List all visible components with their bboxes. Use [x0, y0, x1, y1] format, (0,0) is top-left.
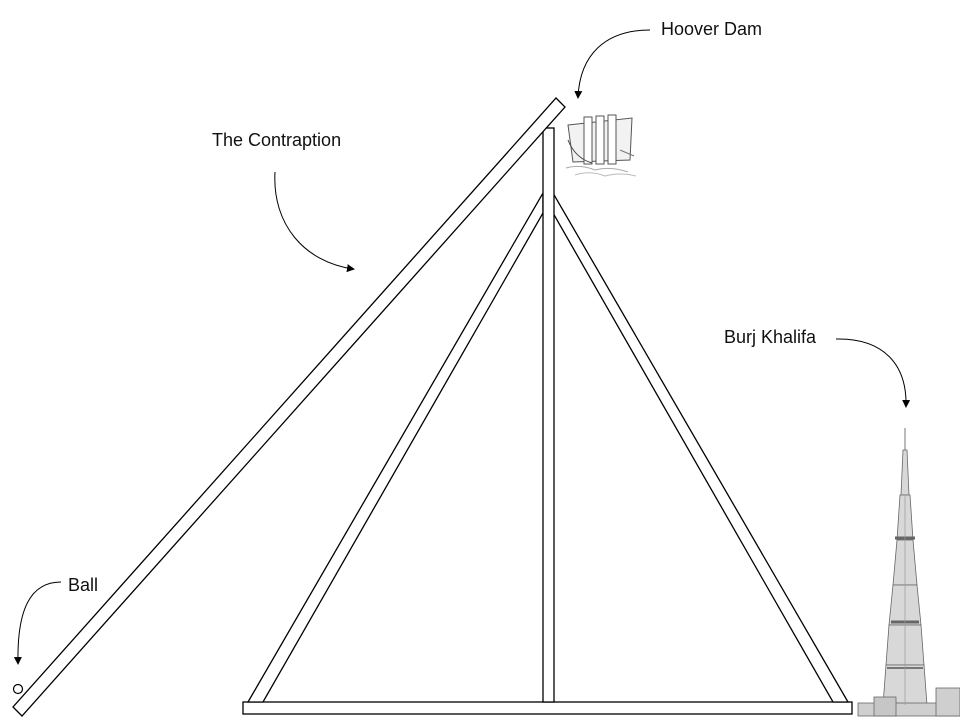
center-post [542, 127, 555, 703]
ball-label: Ball [68, 575, 99, 595]
ball [12, 683, 24, 695]
ball-arrow [13, 581, 62, 665]
right-support-leg [552, 190, 850, 703]
burj-khalifa-arrow [835, 338, 911, 408]
diagonal-ramp [12, 97, 566, 717]
hoover-dam-label: Hoover Dam [661, 19, 763, 39]
hoover-dam-illustration [565, 114, 637, 177]
base-plank [242, 701, 853, 715]
burj-khalifa-illustration [857, 428, 960, 717]
burj-khalifa-label: Burj Khalifa [724, 327, 817, 347]
contraption-arrow [274, 171, 355, 273]
left-support-leg [246, 190, 544, 703]
contraption-label: The Contraption [212, 130, 342, 150]
hoover-dam-arrow [574, 29, 651, 99]
